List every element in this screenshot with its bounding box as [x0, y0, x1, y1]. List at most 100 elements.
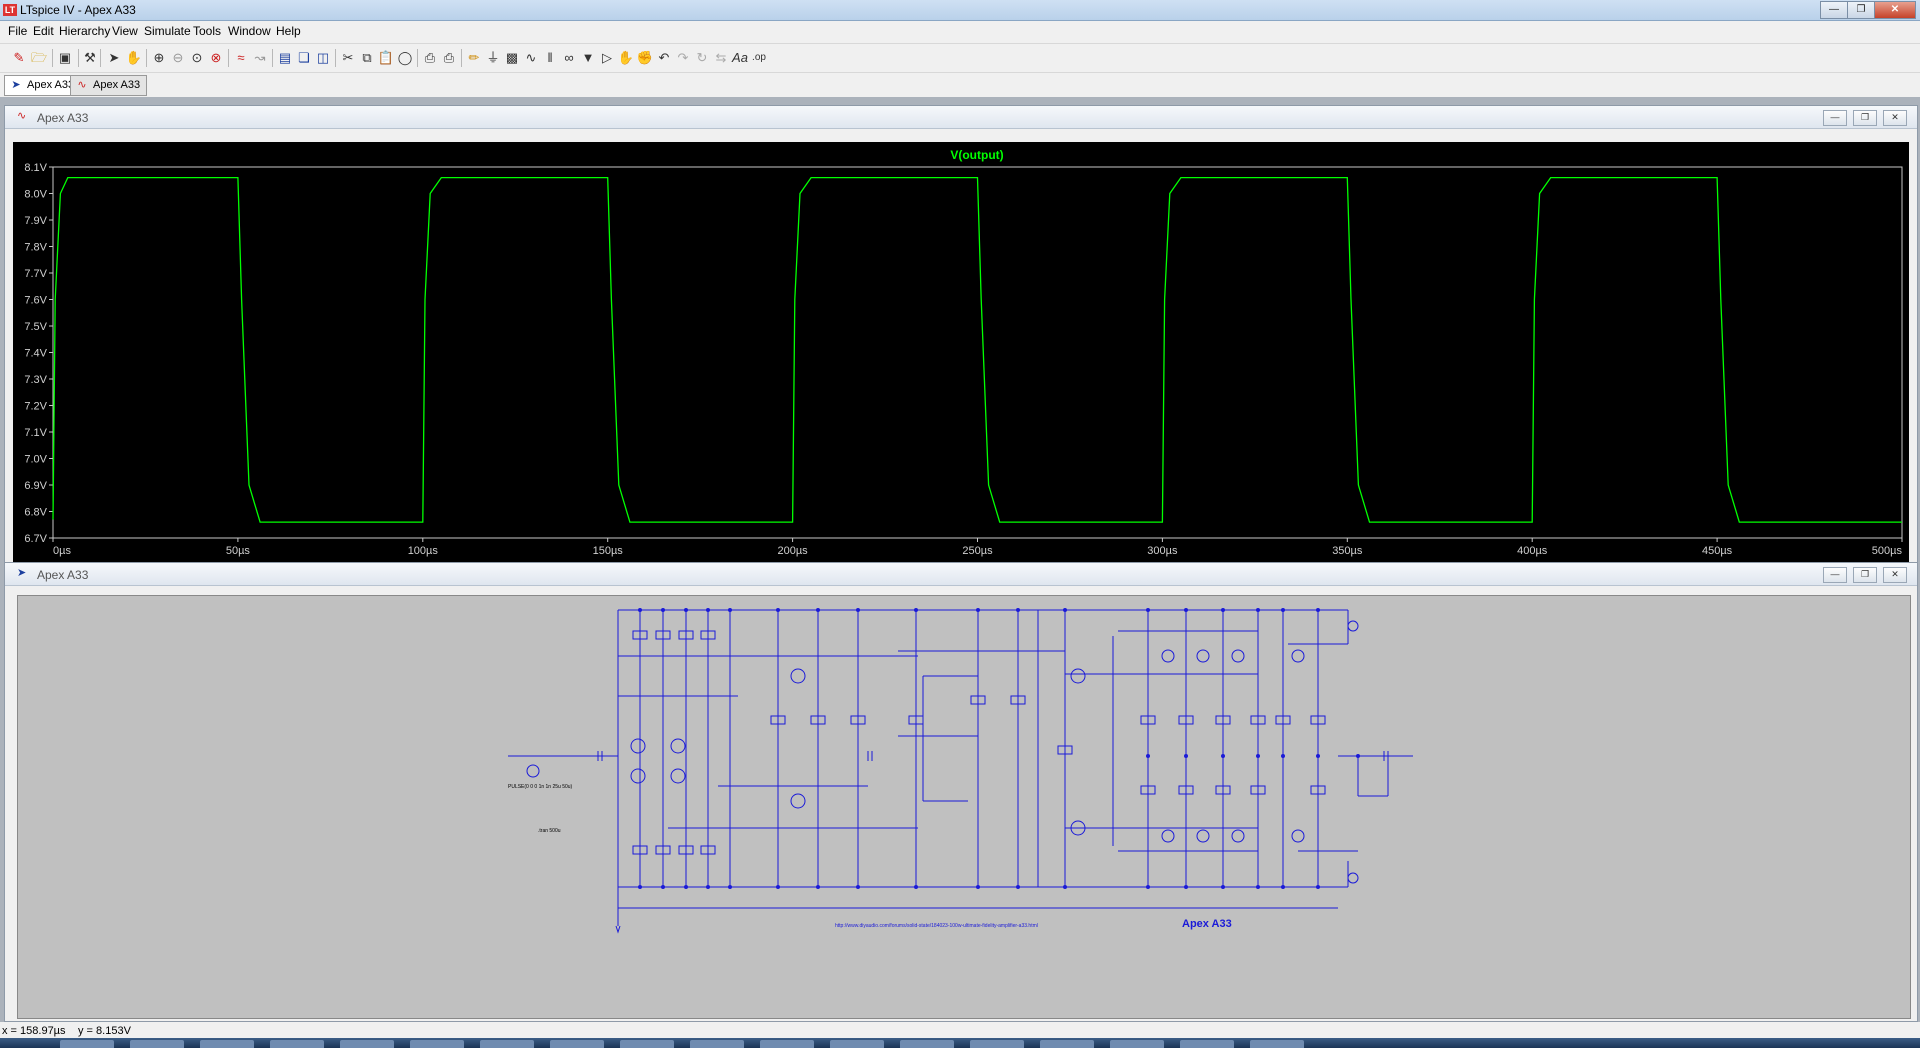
- taskbar-item[interactable]: [1040, 1040, 1094, 1048]
- pane-restore-button[interactable]: ❐: [1853, 110, 1877, 126]
- resistor-icon[interactable]: ∿: [525, 50, 537, 65]
- run-icon[interactable]: ➤: [108, 50, 120, 65]
- spice-directive-icon[interactable]: .op: [752, 52, 766, 63]
- maximize-button[interactable]: ❐: [1847, 1, 1875, 19]
- waveform-icon: ∿: [17, 110, 27, 122]
- y-tick-label: 7.9V: [24, 215, 47, 227]
- close-button[interactable]: ✕: [1874, 1, 1916, 19]
- paste-icon[interactable]: 📋: [377, 50, 395, 65]
- taskbar-item[interactable]: [480, 1040, 534, 1048]
- tab-schematic[interactable]: ➤ Apex A33: [4, 75, 82, 96]
- ground-icon[interactable]: ⏚: [486, 50, 500, 65]
- menu-hierarchy[interactable]: Hierarchy: [59, 24, 111, 38]
- cascade-icon[interactable]: ❏: [298, 50, 310, 65]
- print-setup-icon[interactable]: ⎙: [424, 50, 436, 65]
- trace-label-voutput: V(output): [950, 148, 1003, 162]
- schematic-window-header: ➤ Apex A33 — ❐ ✕: [5, 563, 1917, 586]
- menu-help[interactable]: Help: [276, 24, 301, 38]
- menu-edit[interactable]: Edit: [33, 24, 54, 38]
- taskbar-item[interactable]: [340, 1040, 394, 1048]
- window-title-bar: LT LTspice IV - Apex A33 — ❐ ✕: [0, 0, 1920, 21]
- tab-waveform[interactable]: ∿ Apex A33: [70, 75, 148, 96]
- menu-tools[interactable]: Tools: [193, 24, 222, 38]
- find-icon[interactable]: ◯: [397, 50, 413, 65]
- pane-minimize-button[interactable]: —: [1823, 567, 1847, 583]
- tile-vertical-icon[interactable]: ◫: [316, 50, 330, 65]
- circuit-title: Apex A33: [1182, 918, 1232, 930]
- pane-restore-button[interactable]: ❐: [1853, 567, 1877, 583]
- tile-horizontal-icon[interactable]: ▤: [278, 50, 292, 65]
- control-panel-icon[interactable]: ⚒: [84, 50, 96, 65]
- taskbar-item[interactable]: [1250, 1040, 1304, 1048]
- pane-minimize-button[interactable]: —: [1823, 110, 1847, 126]
- menu-window[interactable]: Window: [228, 24, 271, 38]
- taskbar-item[interactable]: [760, 1040, 814, 1048]
- schematic-components: [526, 620, 1389, 934]
- taskbar-item[interactable]: [270, 1040, 324, 1048]
- cut-icon[interactable]: ✂: [342, 50, 354, 65]
- pick-visible-traces-icon[interactable]: ↝: [254, 50, 266, 65]
- component-icon[interactable]: ▷: [602, 50, 612, 65]
- taskbar-item[interactable]: [200, 1040, 254, 1048]
- schematic-canvas[interactable]: PULSE(0 0 0 1n 1n 25u 50u) .tran 500u Ap…: [17, 595, 1911, 1019]
- x-tick-label: 350µs: [1332, 545, 1363, 557]
- taskbar-item[interactable]: [690, 1040, 744, 1048]
- diode-icon[interactable]: ▼: [581, 50, 595, 65]
- move-icon[interactable]: ✋: [617, 50, 635, 65]
- x-tick-label: 100µs: [408, 545, 439, 557]
- trace-voutput: [52, 176, 1902, 523]
- menu-bar: File Edit Hierarchy View Simulate Tools …: [0, 21, 1920, 41]
- taskbar-item[interactable]: [620, 1040, 674, 1048]
- window-title: LTspice IV - Apex A33: [20, 3, 136, 17]
- taskbar-item[interactable]: [60, 1040, 114, 1048]
- y-tick-label: 7.3V: [24, 374, 47, 386]
- taskbar-item[interactable]: [550, 1040, 604, 1048]
- new-schematic-icon[interactable]: ✎: [13, 50, 25, 65]
- autorange-icon[interactable]: ≈: [237, 50, 245, 65]
- schematic-window: ➤ Apex A33 — ❐ ✕: [4, 562, 1918, 1022]
- zoom-cancel-icon[interactable]: ⊗: [210, 50, 222, 65]
- redo-icon[interactable]: ↷: [677, 50, 689, 65]
- cursor-x-readout: x = 158.97µs: [2, 1025, 66, 1037]
- waveform-window-header: ∿ Apex A33 — ❐ ✕: [5, 106, 1917, 129]
- y-tick-label: 7.1V: [24, 427, 47, 439]
- text-icon[interactable]: Aa: [732, 50, 748, 65]
- pane-close-button[interactable]: ✕: [1883, 567, 1907, 583]
- pane-close-button[interactable]: ✕: [1883, 110, 1907, 126]
- taskbar-item[interactable]: [1180, 1040, 1234, 1048]
- x-tick-label: 0µs: [53, 545, 71, 557]
- taskbar-item[interactable]: [1110, 1040, 1164, 1048]
- schematic-icon: ➤: [17, 567, 27, 579]
- capacitor-icon[interactable]: ‖: [547, 50, 553, 65]
- taskbar-item[interactable]: [970, 1040, 1024, 1048]
- print-icon[interactable]: ⎙: [443, 50, 455, 65]
- rotate-icon[interactable]: ↻: [696, 50, 708, 65]
- mirror-icon[interactable]: ⇆: [715, 50, 727, 65]
- zoom-out-icon[interactable]: ⊖: [172, 50, 184, 65]
- taskbar-item[interactable]: [900, 1040, 954, 1048]
- open-icon[interactable]: 🗁: [30, 50, 48, 65]
- menu-file[interactable]: File: [8, 24, 28, 38]
- halt-icon[interactable]: ✋: [125, 50, 143, 65]
- draw-wire-icon[interactable]: ✏: [468, 50, 480, 65]
- drag-icon[interactable]: ✊: [636, 50, 654, 65]
- label-net-icon[interactable]: ▩: [505, 50, 519, 65]
- taskbar-item[interactable]: [410, 1040, 464, 1048]
- inductor-icon[interactable]: ∞: [564, 50, 574, 65]
- menu-simulate[interactable]: Simulate: [144, 24, 191, 38]
- menu-view[interactable]: View: [112, 24, 138, 38]
- copy-icon[interactable]: ⧉: [362, 50, 372, 65]
- y-tick-label: 7.7V: [24, 268, 47, 280]
- document-tabs: ➤ Apex A33 ∿ Apex A33: [0, 74, 1920, 96]
- cursor-y-readout: y = 8.153V: [78, 1025, 131, 1037]
- undo-icon[interactable]: ↶: [658, 50, 670, 65]
- zoom-fit-icon[interactable]: ⊙: [191, 50, 203, 65]
- y-tick-label: 6.9V: [24, 480, 47, 492]
- zoom-in-icon[interactable]: ⊕: [153, 50, 165, 65]
- taskbar-item[interactable]: [830, 1040, 884, 1048]
- x-tick-label: 250µs: [962, 545, 993, 557]
- save-icon[interactable]: ▣: [58, 50, 72, 65]
- minimize-button[interactable]: —: [1820, 1, 1848, 19]
- taskbar-item[interactable]: [130, 1040, 184, 1048]
